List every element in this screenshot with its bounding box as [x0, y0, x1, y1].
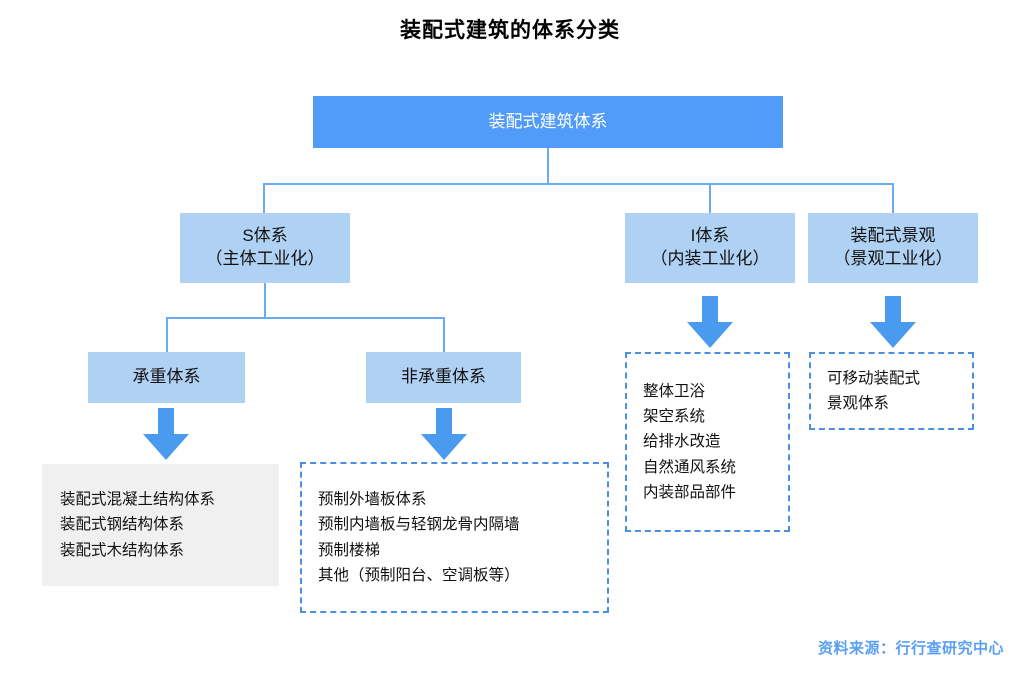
node-load-bearing-label: 承重体系 — [132, 367, 201, 387]
list-item: 预制楼梯 — [318, 541, 381, 559]
node-landscape-system[interactable]: 装配式景观 （景观工业化） — [808, 213, 978, 283]
arrow-down-non-load-bearing — [421, 408, 467, 460]
list-item: 其他（预制阳台、空调板等） — [318, 566, 520, 584]
connector-level2-bus — [263, 183, 894, 185]
list-item: 预制外墙板体系 — [318, 491, 427, 509]
connector-root-stem — [547, 148, 549, 184]
node-landscape-system-line1: 装配式景观 — [850, 226, 936, 246]
source-note: 资料来源：行行查研究中心 — [817, 640, 1004, 657]
list-item: 景观体系 — [827, 395, 890, 412]
arrow-down-landscape-system — [870, 296, 916, 348]
node-i-system-line1: I体系 — [690, 226, 730, 246]
list-item: 整体卫浴 — [643, 383, 706, 401]
connector-to-non-load-bearing — [443, 317, 445, 352]
node-non-load-bearing[interactable]: 非承重体系 — [366, 352, 521, 403]
list-item: 装配式木结构体系 — [60, 541, 185, 559]
list-item: 预制内墙板与轻钢龙骨内隔墙 — [318, 516, 520, 534]
panel-non-load-bearing-items: 预制外墙板体系 预制内墙板与轻钢龙骨内隔墙 预制楼梯 其他（预制阳台、空调板等） — [300, 462, 609, 613]
list-item: 装配式混凝土结构体系 — [60, 491, 216, 509]
list-item: 自然通风系统 — [643, 458, 737, 476]
node-i-system[interactable]: I体系 （内装工业化） — [625, 213, 795, 283]
node-load-bearing[interactable]: 承重体系 — [88, 352, 245, 403]
connector-level3-bus — [166, 317, 445, 319]
list-item: 架空系统 — [643, 408, 706, 426]
list-item: 装配式钢结构体系 — [60, 516, 185, 534]
connector-to-load-bearing — [166, 317, 168, 352]
connector-s-system-stem — [264, 283, 266, 318]
list-item: 可移动装配式 — [827, 369, 921, 387]
node-root[interactable]: 装配式建筑体系 — [313, 96, 783, 148]
panel-landscape-system-items: 可移动装配式 景观体系 — [809, 352, 974, 430]
page-title: 装配式建筑的体系分类 — [400, 19, 620, 42]
list-item: 内装部品部件 — [643, 483, 737, 501]
node-root-label: 装配式建筑体系 — [488, 111, 608, 131]
node-s-system-line1: S体系 — [242, 226, 288, 246]
panel-i-system-items: 整体卫浴 架空系统 给排水改造 自然通风系统 内装部品部件 — [625, 352, 790, 532]
arrow-down-i-system — [687, 296, 733, 348]
connector-to-s-system — [263, 183, 265, 213]
node-s-system-line2: （主体工业化） — [205, 249, 325, 268]
arrow-down-load-bearing — [143, 408, 189, 460]
panel-load-bearing-items: 装配式混凝土结构体系 装配式钢结构体系 装配式木结构体系 — [42, 464, 279, 586]
connector-to-i-system — [709, 183, 711, 213]
list-item: 给排水改造 — [643, 433, 721, 451]
node-non-load-bearing-label: 非承重体系 — [401, 367, 486, 387]
node-s-system[interactable]: S体系 （主体工业化） — [180, 213, 350, 283]
node-i-system-line2: （内装工业化） — [650, 249, 770, 268]
node-landscape-system-line2: （景观工业化） — [833, 249, 953, 268]
connector-to-landscape-system — [892, 183, 894, 213]
